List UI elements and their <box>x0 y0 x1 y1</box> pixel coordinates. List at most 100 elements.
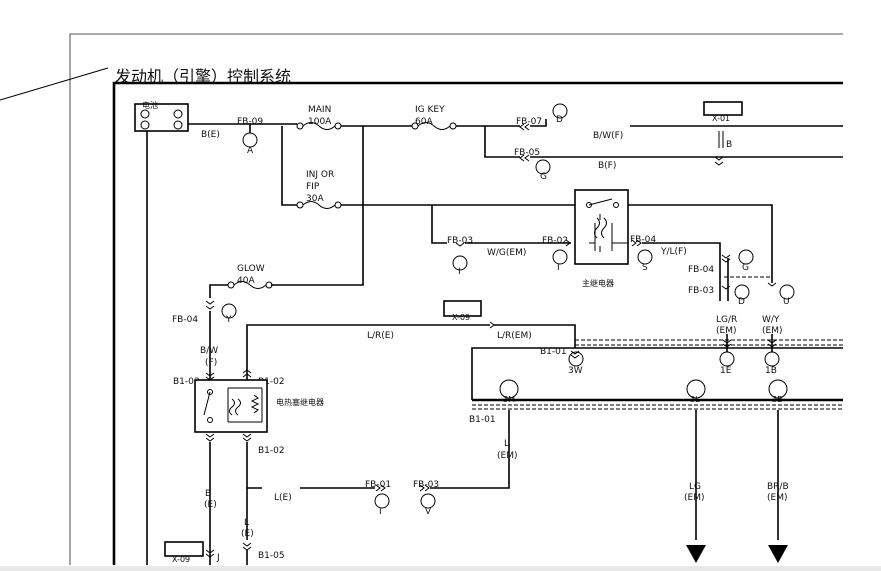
lg-ground-arrow <box>686 545 706 563</box>
connector-fb02-mid-mark <box>565 239 571 247</box>
glow-relay <box>194 379 268 433</box>
diagram-title: 发动机（引擎）控制系统 <box>115 67 291 86</box>
pin-j: J <box>216 553 220 563</box>
pin-u: U <box>783 297 790 307</box>
terminal-y <box>221 303 237 319</box>
bottom-scroll-strip <box>0 566 881 571</box>
terminal-s <box>637 249 653 265</box>
connector-fb02-mid: FB-02 <box>542 236 568 246</box>
connector-fb01: FB-01 <box>365 480 391 490</box>
connector-fb05: FB-05 <box>514 148 540 158</box>
pin-i-mid: I <box>458 267 461 277</box>
pin-v: V <box>425 507 432 517</box>
wire-label-wy-1: W/Y <box>762 315 780 325</box>
bf-connector-mark <box>714 156 724 166</box>
wire-label-bwf: B/W(F) <box>593 131 623 141</box>
pin-s: S <box>642 263 648 273</box>
terminal-3m <box>499 379 519 399</box>
lr-wire <box>246 324 490 380</box>
terminal-3l <box>686 379 706 399</box>
connector-fb04-right: FB-04 <box>688 265 714 275</box>
connector-b101-mid: B1-01 <box>469 415 496 425</box>
main-relay-label: 主继电器 <box>582 278 614 288</box>
battery-label: 电池 <box>142 100 158 110</box>
b102-top-mark <box>242 369 252 378</box>
inj-fuse-name-1: INJ OR <box>306 170 334 180</box>
connector-x09-top: X-09 <box>452 313 470 322</box>
wire-label-l-e-1: L <box>244 518 249 528</box>
terminal-i-relay <box>552 249 568 265</box>
inj-fuse-rating: 30A <box>306 194 324 204</box>
lr-connector-mark <box>489 321 495 329</box>
battery: 电池 <box>134 100 189 132</box>
wire-label-wgem: W/G(EM) <box>487 248 526 258</box>
connector-fb04-left-mark <box>205 300 215 310</box>
wire-label-bw-2: (F) <box>205 358 217 368</box>
x01-link <box>718 131 724 148</box>
pin-1e: 1E <box>720 366 732 376</box>
igkey-fuse-name: IG KEY <box>415 105 445 115</box>
pin-b: B <box>726 140 732 150</box>
main-relay <box>574 189 629 265</box>
inj-fuse-name-2: FIP <box>306 182 320 192</box>
connector-b101-top: B1-01 <box>540 347 567 357</box>
wire-label-le: L(E) <box>274 493 292 503</box>
harness-bus <box>471 347 843 400</box>
wire-label-brb-1: BR/B <box>767 482 789 492</box>
connector-fb09: FB-09 <box>237 117 263 127</box>
connector-x09-top-box <box>443 300 482 317</box>
wire-label-lgr-1: LG/R <box>716 315 737 325</box>
wire-label-lg-1: LG <box>689 482 701 492</box>
main-fuse-rating: 100A <box>308 117 332 127</box>
relay-bottom-left-mark <box>205 433 215 442</box>
glow-fuse-name: GLOW <box>237 264 265 274</box>
terminal-3w <box>568 351 584 367</box>
fb03-bot-mark <box>419 484 430 492</box>
brb-ground-arrow <box>768 545 788 563</box>
pin-1b: 1B <box>765 366 777 376</box>
inj-branch <box>281 126 297 206</box>
pin-g-top: G <box>540 172 547 182</box>
l-em-wire <box>430 410 510 489</box>
connector-x01: X-01 <box>712 114 730 123</box>
wy-mark <box>767 339 777 348</box>
wire-label-lgr-2: (EM) <box>716 326 736 336</box>
terminal-3b <box>768 379 788 399</box>
wire-label-lre: L/R(E) <box>367 331 394 341</box>
terminal-1b <box>764 351 780 367</box>
terminal-i-mid <box>452 255 468 271</box>
terminal-g-right <box>738 249 754 265</box>
terminal-i-bot <box>374 493 390 509</box>
terminal-g-top <box>535 159 551 175</box>
ylf-wire <box>642 242 721 301</box>
main-fuse-name: MAIN <box>308 105 331 115</box>
terminal-u <box>779 284 795 300</box>
pin-d-top: D <box>556 115 563 125</box>
wire-label-lg-2: (EM) <box>684 493 704 503</box>
wire-label-l-e-2: (E) <box>241 529 254 539</box>
connector-b102-bot: B1-02 <box>258 446 285 456</box>
connector-fb07-mark <box>519 123 530 131</box>
terminal-d-top <box>552 103 568 119</box>
wire-label-be: B(E) <box>201 130 220 140</box>
pin-3l: 3L <box>690 395 700 404</box>
wire-label-ylf: Y/L(F) <box>660 247 687 257</box>
igkey-fuse-rating: 60A <box>415 117 433 127</box>
wire-label-b-2: (E) <box>204 500 217 510</box>
b105-mark <box>242 542 252 551</box>
connector-fb03-right-mark <box>721 285 731 290</box>
harness-dashed-bottom <box>472 404 843 410</box>
connector-x09-bot-box <box>164 541 204 557</box>
terminal-1e <box>719 351 735 367</box>
pin-g-right: G <box>742 263 749 273</box>
pin-3b: 3B <box>772 395 783 404</box>
connector-b102-top: B1-02 <box>258 377 285 387</box>
lgr-mark <box>722 339 732 348</box>
connector-fb07: FB-07 <box>516 117 542 127</box>
connector-fb03-mid: FB-03 <box>447 236 473 246</box>
wire-label-b-1: B <box>205 489 211 499</box>
pin-d-right: D <box>738 297 745 307</box>
wire-label-l-1: L <box>504 439 509 449</box>
terminal-a <box>242 132 258 148</box>
wire-label-brb-2: (EM) <box>767 493 787 503</box>
